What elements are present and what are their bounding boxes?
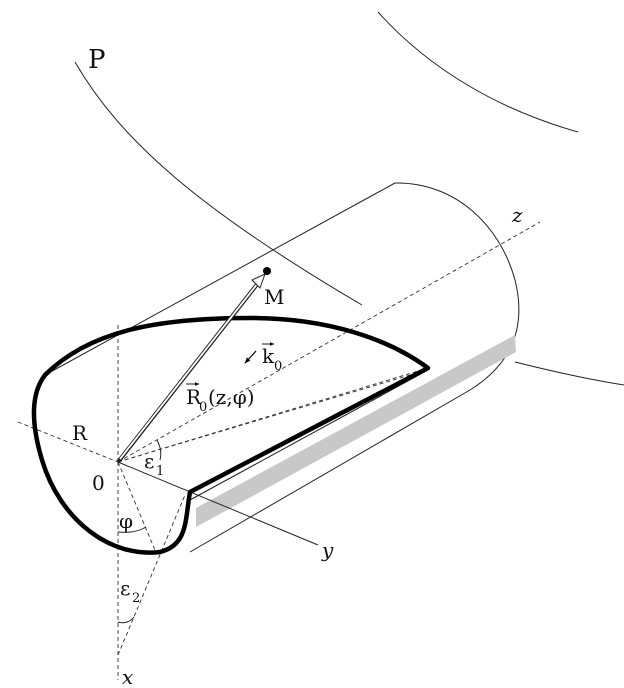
label-eps2: ε 2 [120,576,140,606]
label-origin: 0 [92,471,105,495]
cap-axis-line [117,367,429,463]
label-phi: φ [119,509,133,533]
label-k0: k 0 [262,342,282,374]
k0-text: k [262,344,275,368]
eps2-line [117,494,186,656]
eps1-subscript: 1 [156,464,164,479]
surface-p-arc-top-right [377,11,579,133]
reflector-outline [31,315,431,555]
label-m: M [264,285,284,309]
eps1-text: ε [144,449,154,473]
phi-angle-arc [117,526,147,533]
r0-subscript: 0 [199,400,207,415]
label-eps1: ε 1 [144,449,164,479]
r0-args: (z,φ) [208,385,255,409]
label-x: x [122,665,133,688]
eps2-text: ε [120,576,130,600]
k0-subscript: 0 [274,359,282,374]
r0-vector-inner [119,282,259,460]
label-p: P [88,45,106,75]
label-z: z [511,203,523,227]
cylinder-top-edge [44,182,396,376]
phi-line [117,461,156,551]
cylinder-bottom-edge [189,389,471,553]
label-r: R [72,421,88,445]
surface-p-arc-bottom-right [514,361,624,386]
r0-text: R [186,385,202,409]
point-m [263,267,271,275]
cylinder-inner-edge [189,369,429,501]
cylinder-shading-band [196,335,516,527]
k0-arrow [244,350,257,364]
r0-vector-head [251,273,266,289]
label-r0: R 0 (z,φ) [186,382,255,415]
y-axis [117,461,319,546]
z-axis [117,221,541,463]
eps2-angle-arc [117,616,135,624]
label-y: y [321,538,334,562]
eps1-angle-arc [156,439,162,461]
surface-p-arc-left [74,61,363,306]
eps2-subscript: 2 [132,591,140,606]
